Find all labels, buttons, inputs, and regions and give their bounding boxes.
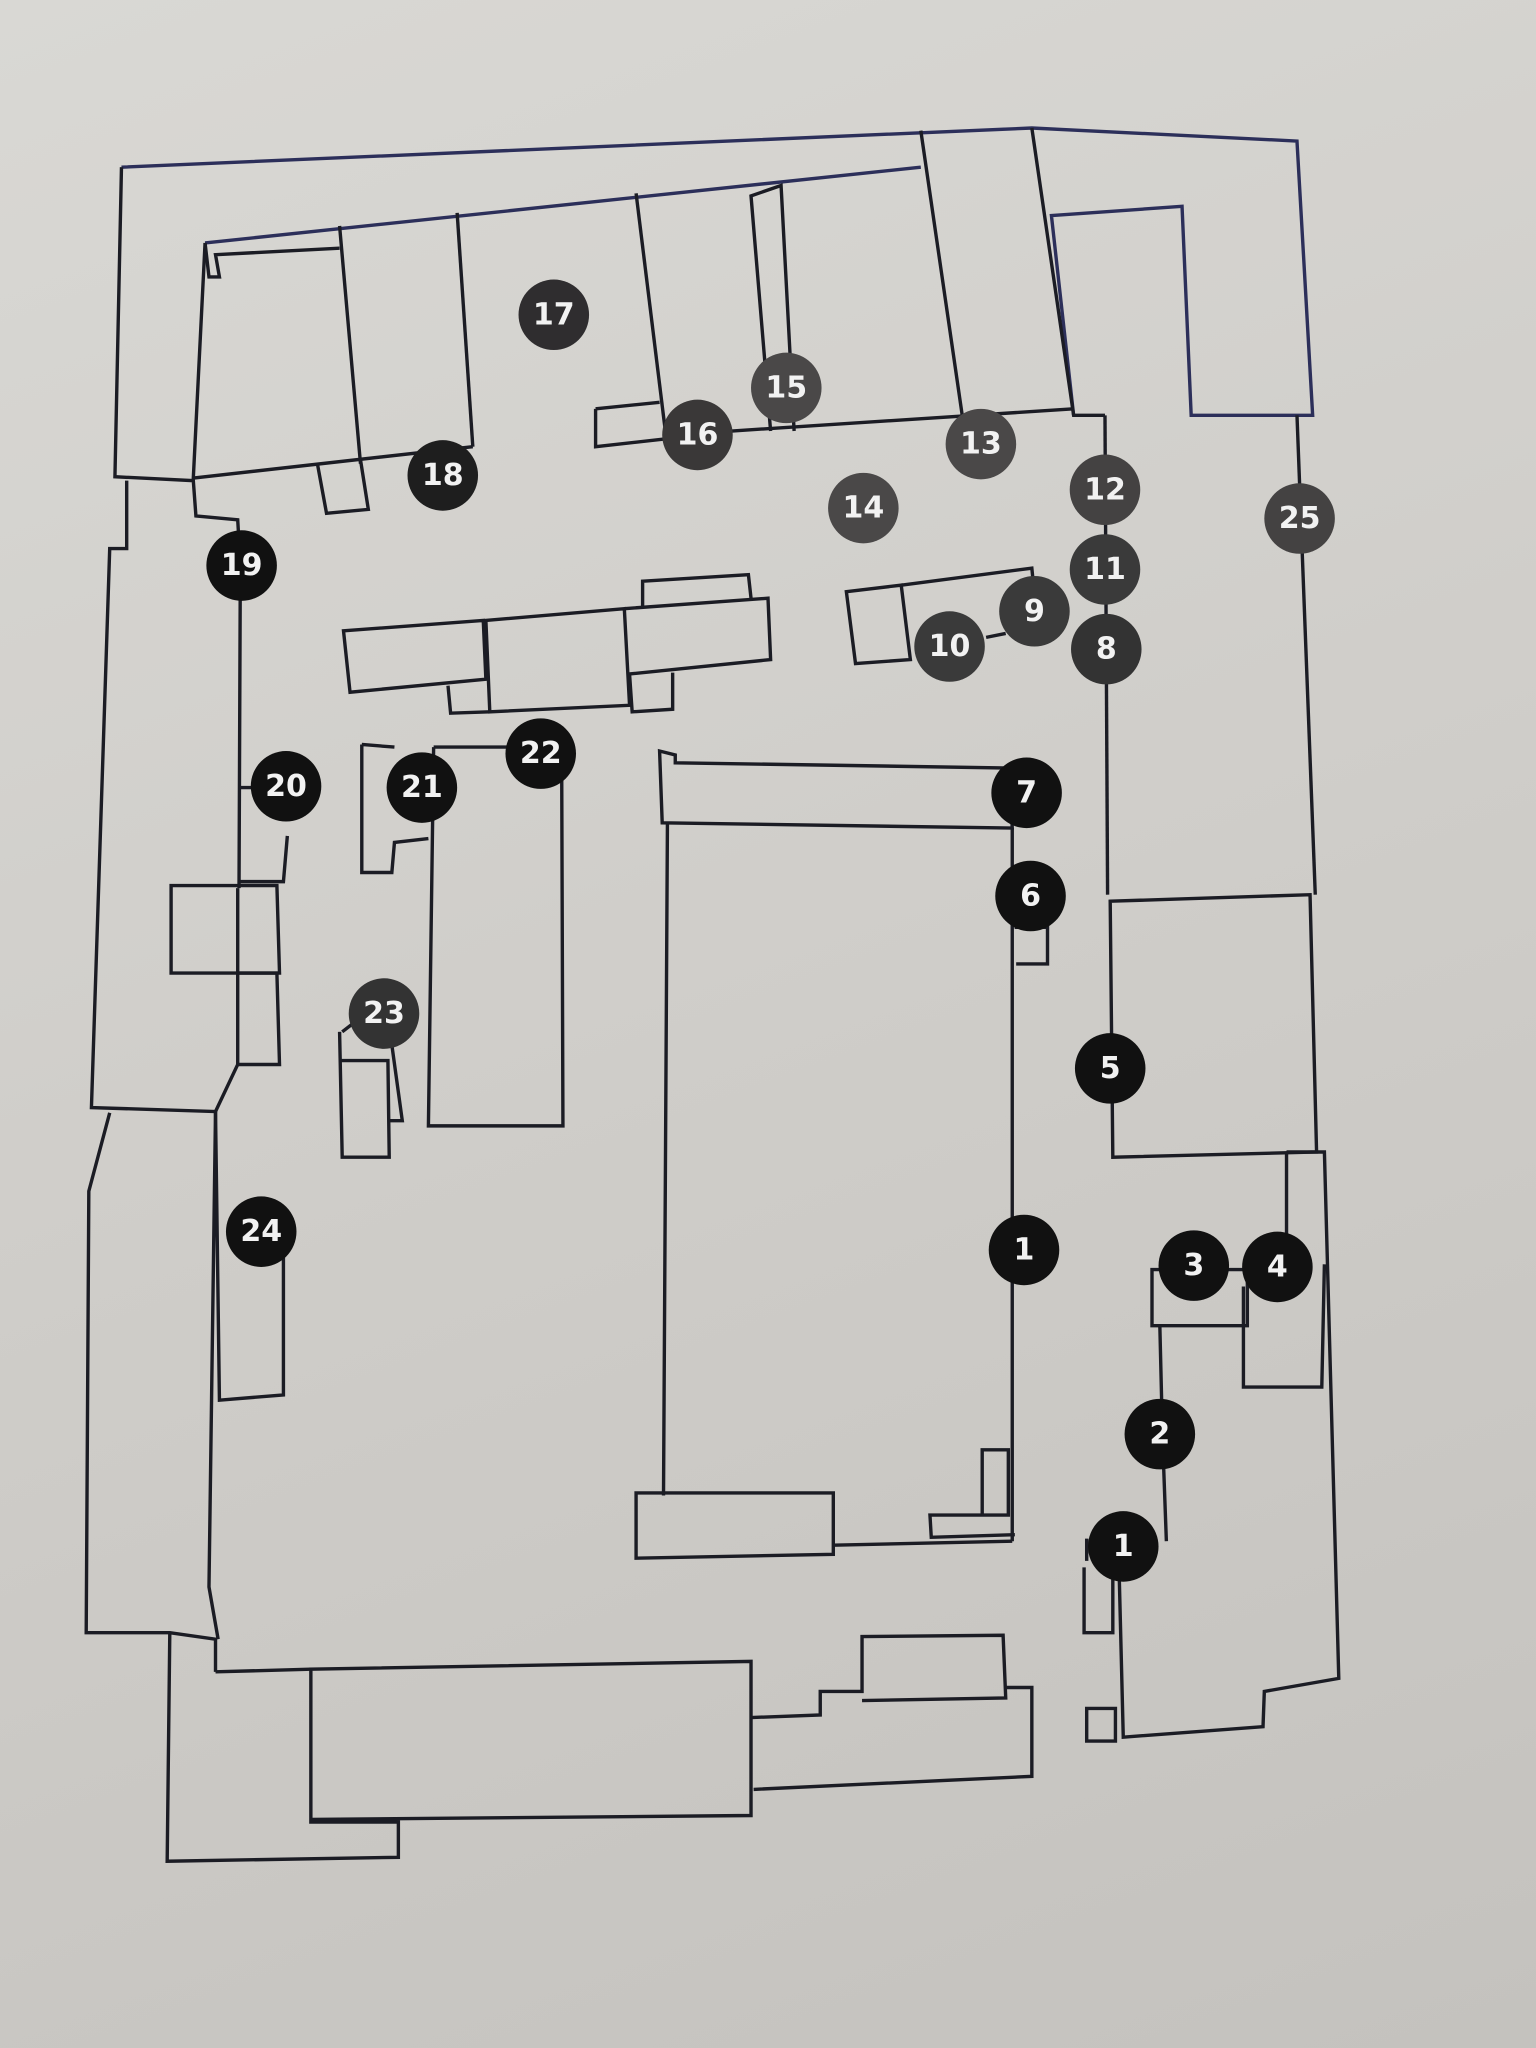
marker-8[interactable]: 8 bbox=[1071, 613, 1142, 685]
marker-17[interactable]: 17 bbox=[518, 279, 590, 351]
svg-text:19: 19 bbox=[221, 548, 263, 583]
marker-2[interactable]: 2 bbox=[1124, 1398, 1196, 1470]
svg-text:1: 1 bbox=[1014, 1232, 1035, 1267]
svg-text:17: 17 bbox=[533, 297, 575, 332]
svg-text:2: 2 bbox=[1149, 1417, 1170, 1452]
svg-text:16: 16 bbox=[677, 417, 719, 452]
svg-text:6: 6 bbox=[1020, 879, 1041, 914]
svg-text:22: 22 bbox=[520, 736, 562, 771]
svg-text:11: 11 bbox=[1084, 552, 1126, 587]
svg-text:4: 4 bbox=[1267, 1249, 1288, 1284]
marker-7[interactable]: 7 bbox=[991, 757, 1062, 829]
marker-24[interactable]: 24 bbox=[225, 1196, 297, 1267]
marker-12[interactable]: 12 bbox=[1069, 454, 1141, 526]
svg-text:3: 3 bbox=[1183, 1248, 1204, 1283]
marker-4[interactable]: 4 bbox=[1242, 1231, 1313, 1303]
svg-text:15: 15 bbox=[765, 370, 807, 405]
marker-18[interactable]: 18 bbox=[407, 440, 479, 511]
marker-22[interactable]: 22 bbox=[505, 718, 576, 789]
marker-13[interactable]: 13 bbox=[945, 408, 1017, 480]
svg-text:1: 1 bbox=[1113, 1529, 1134, 1564]
marker-15[interactable]: 15 bbox=[751, 352, 822, 424]
marker-10[interactable]: 10 bbox=[914, 611, 985, 682]
marker-5[interactable]: 5 bbox=[1074, 1033, 1146, 1104]
svg-text:8: 8 bbox=[1096, 632, 1117, 667]
location-markers: 17 18 15 16 13 14 12 25 11 9 10 8 19 20 … bbox=[206, 279, 1335, 1582]
svg-text:9: 9 bbox=[1024, 594, 1045, 629]
marker-3[interactable]: 3 bbox=[1158, 1230, 1230, 1301]
svg-text:10: 10 bbox=[929, 629, 971, 664]
svg-text:12: 12 bbox=[1084, 472, 1126, 507]
marker-20[interactable]: 20 bbox=[250, 751, 322, 822]
svg-text:25: 25 bbox=[1279, 501, 1321, 536]
marker-1-center[interactable]: 1 bbox=[988, 1214, 1060, 1286]
building-outlines bbox=[84, 126, 1341, 1863]
marker-19[interactable]: 19 bbox=[206, 530, 277, 601]
marker-25[interactable]: 25 bbox=[1264, 483, 1335, 554]
svg-text:23: 23 bbox=[363, 996, 405, 1031]
svg-text:5: 5 bbox=[1100, 1051, 1121, 1086]
marker-6[interactable]: 6 bbox=[995, 860, 1066, 932]
svg-text:21: 21 bbox=[401, 770, 443, 805]
svg-text:24: 24 bbox=[240, 1214, 282, 1249]
marker-9[interactable]: 9 bbox=[999, 576, 1070, 647]
marker-21[interactable]: 21 bbox=[386, 752, 458, 823]
marker-16[interactable]: 16 bbox=[662, 399, 733, 471]
svg-text:14: 14 bbox=[842, 491, 884, 526]
svg-text:18: 18 bbox=[422, 458, 464, 493]
svg-text:7: 7 bbox=[1016, 775, 1037, 810]
svg-text:13: 13 bbox=[960, 427, 1002, 462]
marker-14[interactable]: 14 bbox=[828, 472, 899, 544]
marker-23[interactable]: 23 bbox=[348, 978, 420, 1049]
marker-11[interactable]: 11 bbox=[1069, 534, 1141, 605]
marker-1-entrance[interactable]: 1 bbox=[1088, 1511, 1159, 1582]
svg-text:20: 20 bbox=[265, 769, 307, 804]
